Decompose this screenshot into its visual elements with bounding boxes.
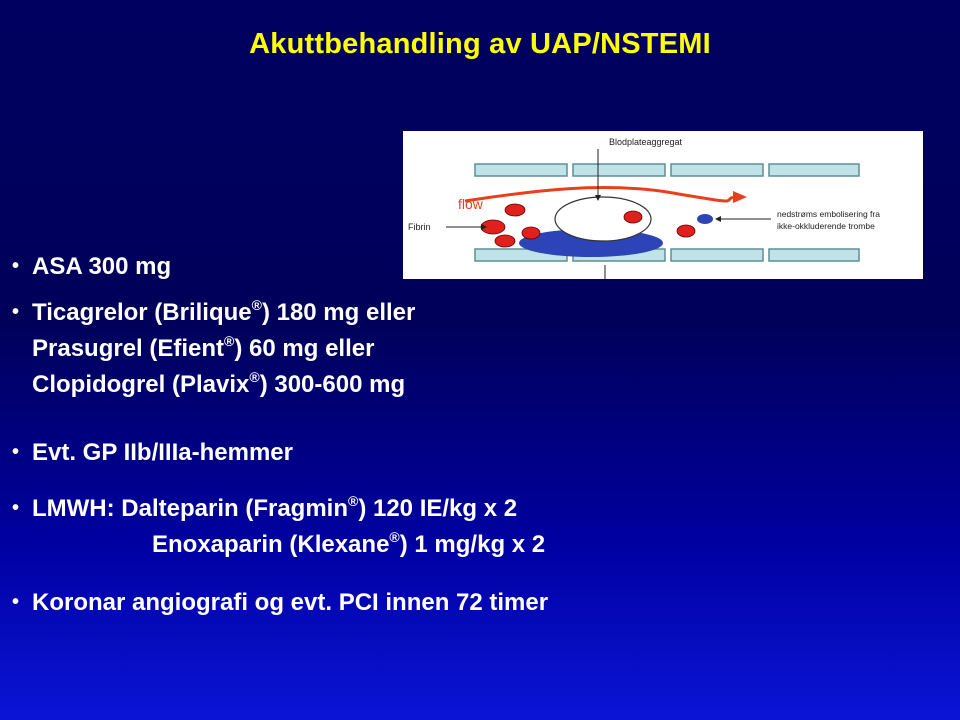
artery-diagram-svg: Blodplateaggregat flow Fibrin nedstrøms … — [408, 137, 880, 279]
figure-label-right-2: ikke-okkluderende trombe — [777, 221, 875, 231]
bullet-dot: • — [12, 441, 20, 463]
vessel-wall-top — [474, 163, 860, 177]
bullet-dot: • — [12, 591, 20, 613]
bullet-dot: • — [12, 255, 20, 277]
slide-title: Akuttbehandling av UAP/NSTEMI — [249, 28, 711, 60]
bullet-text: Koronar angiografi og evt. PCI innen 72 … — [32, 589, 549, 616]
bullet-asa: • ASA 300 mg — [12, 248, 171, 285]
bullet-dot: • — [12, 497, 20, 519]
red-blood-cells — [480, 203, 696, 248]
figure-label-top: Blodplateaggregat — [609, 137, 683, 147]
bullet-gp: • Evt. GP IIb/IIIa-hemmer — [12, 434, 293, 471]
bullet-text: ASA 300 mg — [32, 253, 172, 280]
artery-diagram: Blodplateaggregat flow Fibrin nedstrøms … — [403, 131, 923, 279]
platelet-aggregate — [554, 196, 652, 242]
figure-label-fibrin: Fibrin — [408, 222, 431, 232]
bullet-angio: • Koronar angiografi og evt. PCI innen 72… — [12, 584, 548, 621]
bullet-text: Evt. GP IIb/IIIa-hemmer — [32, 439, 293, 466]
bullet-lmwh: •LMWH: Dalteparin (Fragmin®) 120 IE/kg x… — [12, 490, 545, 563]
figure-label-right-1: nedstrøms embolisering fra — [777, 209, 880, 219]
bullet-dot: • — [12, 301, 20, 323]
bullet-p2y12: •Ticagrelor (Brilique®) 180 mg eller Pra… — [12, 294, 415, 403]
flow-arrow — [464, 186, 734, 203]
figure-label-flow: flow — [458, 196, 484, 212]
embolus — [697, 214, 713, 224]
